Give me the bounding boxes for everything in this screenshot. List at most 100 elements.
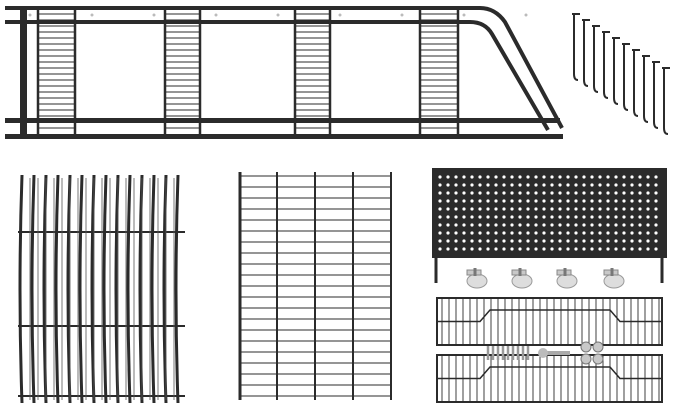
- peg-hole: [558, 231, 562, 235]
- peg-hole: [590, 191, 594, 195]
- peg-hole: [454, 199, 458, 203]
- peg-hole: [630, 191, 634, 195]
- peg-hole: [478, 199, 482, 203]
- peg-hole: [518, 231, 522, 235]
- bar: [30, 174, 36, 404]
- bar: [90, 174, 96, 404]
- peg-hole: [454, 191, 458, 195]
- peg-hole: [566, 191, 570, 195]
- peg-hole: [606, 231, 610, 235]
- peg-hole: [510, 215, 514, 219]
- peg-hole: [622, 183, 626, 187]
- peg-hole: [462, 247, 466, 251]
- peg-hole: [622, 199, 626, 203]
- peg-hole: [470, 191, 474, 195]
- peg-hole: [582, 239, 586, 243]
- peg-hole: [526, 239, 530, 243]
- peg-hole: [646, 239, 650, 243]
- peg-hole: [470, 247, 474, 251]
- peg-hole: [526, 223, 530, 227]
- peg-hole: [550, 215, 554, 219]
- peg-hole: [566, 175, 570, 179]
- peg-hole: [590, 215, 594, 219]
- peg-hole: [550, 247, 554, 251]
- peg-hole: [590, 199, 594, 203]
- peg-hole: [462, 199, 466, 203]
- board: [432, 168, 667, 258]
- peg-hole: [598, 231, 602, 235]
- peg-hole: [470, 183, 474, 187]
- peg-hole: [494, 215, 498, 219]
- peg-hole: [614, 183, 618, 187]
- peg-hole: [518, 207, 522, 211]
- peg-hole: [518, 247, 522, 251]
- peg-hole: [558, 175, 562, 179]
- peg-hole: [510, 199, 514, 203]
- peg-hole: [574, 215, 578, 219]
- peg-hole: [526, 247, 530, 251]
- bar: [138, 174, 144, 404]
- peg-hole: [470, 175, 474, 179]
- peg-hole: [438, 223, 442, 227]
- peg-hole: [502, 191, 506, 195]
- peg-hole: [630, 215, 634, 219]
- peg-hole: [446, 247, 450, 251]
- peg-hole: [454, 239, 458, 243]
- bar: [18, 174, 24, 404]
- peg-hole: [614, 247, 618, 251]
- basket-rim: [437, 366, 662, 380]
- peg-hole: [590, 183, 594, 187]
- peg-hole: [510, 191, 514, 195]
- hook: [572, 13, 580, 81]
- flat-wire-shelf: [238, 172, 392, 400]
- peg-hole: [438, 183, 442, 187]
- peg-hole: [582, 215, 586, 219]
- peg-hole: [582, 231, 586, 235]
- ladder-section: [293, 10, 332, 136]
- peg-hole: [518, 199, 522, 203]
- peg-hole: [550, 199, 554, 203]
- peg-hole: [550, 183, 554, 187]
- curved-wire-shelf: [18, 174, 185, 404]
- peg-hole: [654, 239, 658, 243]
- peg-hole: [486, 183, 490, 187]
- peg-hole: [502, 175, 506, 179]
- peg-hole: [654, 215, 658, 219]
- hook: [662, 67, 670, 135]
- peg-hole: [614, 175, 618, 179]
- peg-hole: [470, 231, 474, 235]
- peg-hole: [574, 175, 578, 179]
- peg-hole: [446, 191, 450, 195]
- peg-hole: [478, 231, 482, 235]
- peg-hole: [494, 223, 498, 227]
- peg-hole: [470, 223, 474, 227]
- hook: [632, 49, 640, 117]
- peg-hole: [542, 223, 546, 227]
- peg-hole: [470, 239, 474, 243]
- peg-hole: [454, 223, 458, 227]
- peg-hole: [598, 239, 602, 243]
- peg-hole: [566, 199, 570, 203]
- peg-hole: [582, 183, 586, 187]
- peg-hole: [606, 199, 610, 203]
- basket: [436, 297, 663, 346]
- peg-hole: [574, 223, 578, 227]
- peg-hole: [558, 191, 562, 195]
- peg-hole: [558, 215, 562, 219]
- peg-hole: [446, 183, 450, 187]
- peg-hole: [510, 183, 514, 187]
- hook: [622, 43, 630, 111]
- peg-hole: [438, 215, 442, 219]
- peg-hole: [646, 215, 650, 219]
- peg-hole: [494, 175, 498, 179]
- peg-hole: [598, 247, 602, 251]
- peg-hole: [582, 223, 586, 227]
- peg-hole: [478, 191, 482, 195]
- peg-hole: [598, 175, 602, 179]
- peg-hole: [574, 231, 578, 235]
- peg-hole: [582, 191, 586, 195]
- peg-hole: [574, 191, 578, 195]
- peg-hole: [542, 191, 546, 195]
- peg-hole: [502, 207, 506, 211]
